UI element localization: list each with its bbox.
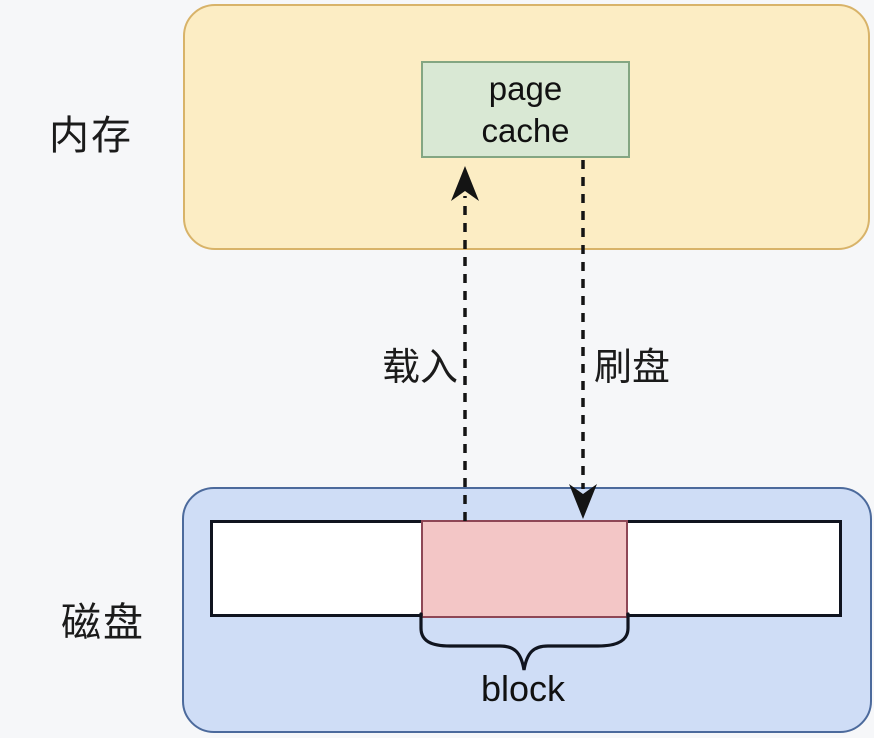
memory-label: 内存	[49, 114, 133, 158]
disk-label: 磁盘	[61, 601, 145, 645]
load-arrow-label: 载入	[381, 347, 458, 389]
block-highlight-box	[421, 520, 628, 618]
page-cache-label: page cache	[481, 69, 570, 149]
block-label: block	[480, 668, 566, 709]
flush-arrow-label: 刷盘	[594, 347, 671, 389]
page-cache-box: page cache	[421, 61, 630, 158]
